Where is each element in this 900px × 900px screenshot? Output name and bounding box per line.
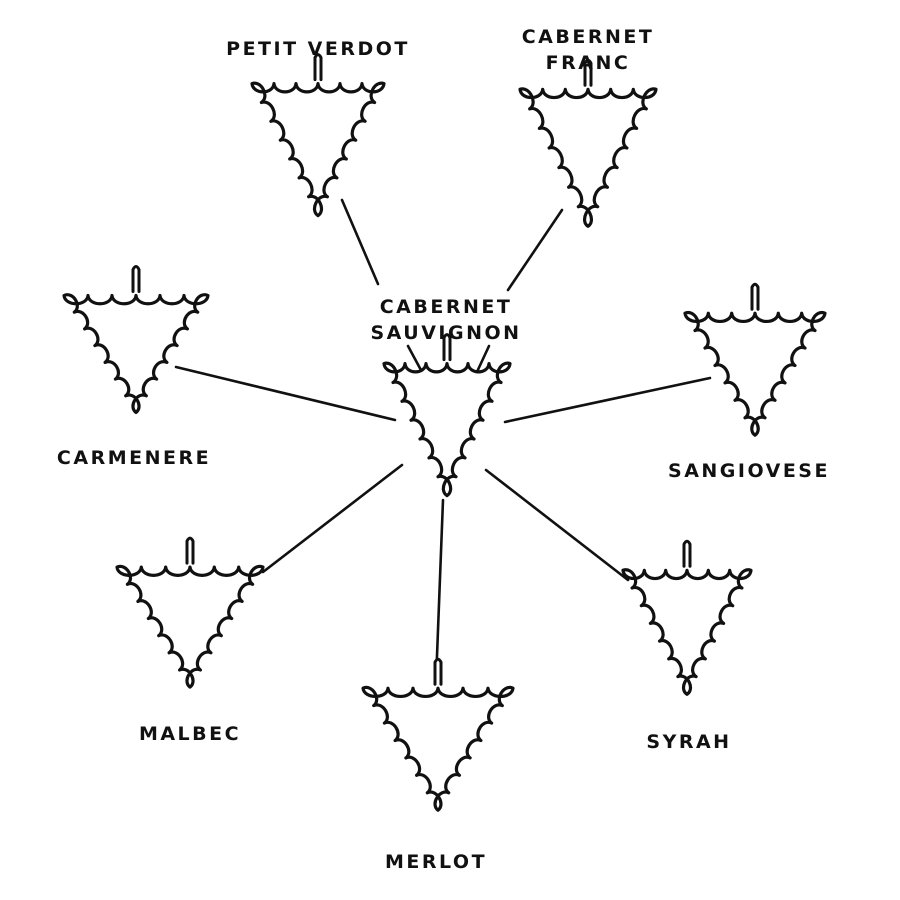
grape-cluster-icon bbox=[62, 293, 210, 415]
grape-cluster-icon bbox=[518, 87, 658, 228]
grape-cluster-icon bbox=[683, 310, 827, 437]
label-petit-verdot: PETIT VERDOT bbox=[226, 38, 410, 60]
node-cabernet-sauvignon bbox=[382, 333, 512, 498]
grape-stem-icon bbox=[750, 282, 760, 311]
grape-cluster-icon bbox=[115, 564, 265, 689]
label-cabernet-sauvignon: CABERNET SAUVIGNON bbox=[370, 296, 521, 344]
connector-cabernet-sauvignon-to-sangiovese bbox=[503, 376, 712, 424]
center-label-tick-1 bbox=[406, 344, 424, 374]
node-sangiovese bbox=[683, 282, 827, 437]
label-merlot: MERLOT bbox=[385, 851, 487, 873]
label-layer: CABERNET SAUVIGNON PETIT VERDOT CABERNET FRA… bbox=[57, 26, 830, 873]
grape-cluster-icon bbox=[621, 568, 753, 696]
node-merlot bbox=[361, 657, 515, 812]
label-malbec-line-1: MALBEC bbox=[139, 723, 241, 745]
label-malbec: MALBEC bbox=[139, 723, 241, 745]
grape-stem-icon bbox=[131, 265, 141, 293]
node-syrah bbox=[621, 539, 753, 696]
grape-cluster-icon bbox=[361, 685, 515, 812]
grape-stem-icon bbox=[185, 536, 195, 565]
label-syrah-line-1: SYRAH bbox=[646, 731, 731, 753]
grape-stem-icon bbox=[433, 657, 443, 686]
label-cabernet-franc-line-2: FRANC bbox=[546, 52, 631, 74]
label-carmenere: CARMENERE bbox=[57, 447, 211, 469]
grape-stem-icon bbox=[442, 333, 452, 362]
label-sangiovese-line-1: SANGIOVESE bbox=[668, 460, 830, 482]
grape-stem-icon bbox=[583, 58, 593, 87]
label-cabernet-sauvignon-line-1: CABERNET bbox=[380, 296, 513, 318]
node-layer bbox=[62, 53, 827, 812]
label-sangiovese: SANGIOVESE bbox=[668, 460, 830, 482]
grape-cluster-icon bbox=[250, 81, 386, 218]
label-petit-verdot-line-1: PETIT VERDOT bbox=[226, 38, 410, 60]
connector-cabernet-sauvignon-to-merlot bbox=[434, 498, 445, 684]
label-cabernet-franc-line-1: CABERNET bbox=[522, 26, 655, 48]
connector-cabernet-sauvignon-to-syrah bbox=[484, 468, 630, 582]
connector-layer bbox=[174, 198, 712, 684]
node-malbec bbox=[115, 536, 265, 689]
label-merlot-line-1: MERLOT bbox=[385, 851, 487, 873]
connector-cabernet-sauvignon-to-cabernet-franc bbox=[506, 208, 564, 292]
label-carmenere-line-1: CARMENERE bbox=[57, 447, 211, 469]
label-cabernet-franc: CABERNET FRANC bbox=[522, 26, 655, 74]
connector-cabernet-sauvignon-to-malbec bbox=[261, 463, 404, 574]
grape-stem-icon bbox=[313, 53, 323, 82]
label-cabernet-sauvignon-line-2: SAUVIGNON bbox=[370, 322, 521, 344]
connector-cabernet-sauvignon-to-petit-verdot bbox=[340, 198, 380, 286]
grape-stem-icon bbox=[682, 539, 692, 568]
node-cabernet-franc bbox=[518, 58, 658, 228]
grape-cluster-icon bbox=[382, 361, 512, 498]
node-carmenere bbox=[62, 265, 210, 415]
label-syrah: SYRAH bbox=[646, 731, 731, 753]
node-petit-verdot bbox=[250, 53, 386, 218]
connector-cabernet-sauvignon-to-carmenere bbox=[174, 365, 397, 422]
center-label-tick-2 bbox=[474, 344, 491, 376]
